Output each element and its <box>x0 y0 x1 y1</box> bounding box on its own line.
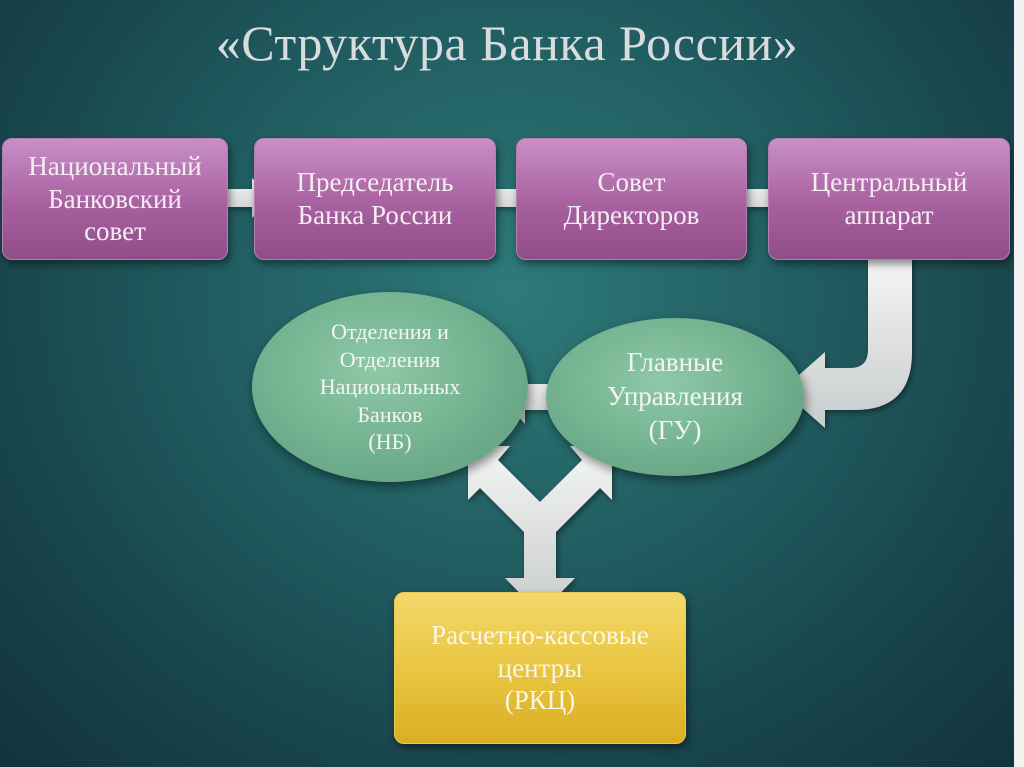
node-central-apparatus: Центральный аппарат <box>768 138 1010 260</box>
node-central-apparatus-label: Центральный аппарат <box>810 167 968 230</box>
node-chairman-label: Председатель Банка России <box>296 167 454 230</box>
arrow-central-to-directorates <box>782 258 912 428</box>
node-main-directorates-label: Главные Управления (ГУ) <box>607 347 743 445</box>
arrow-y-to-cash-centers <box>468 446 612 614</box>
node-departments-label: Отделения и Отделения Национальных Банко… <box>319 319 461 455</box>
node-board-of-directors: Совет Директоров <box>516 138 747 260</box>
node-main-directorates: Главные Управления (ГУ) <box>546 318 804 476</box>
right-edge-strip <box>1014 0 1024 767</box>
node-cash-centers-label: Расчетно-кассовые центры (РКЦ) <box>431 619 649 716</box>
node-departments: Отделения и Отделения Национальных Банко… <box>252 292 528 482</box>
slide-title: «Структура Банка России» <box>215 15 799 71</box>
node-cash-centers: Расчетно-кассовые центры (РКЦ) <box>394 592 686 744</box>
node-board-of-directors-label: Совет Директоров <box>563 167 700 230</box>
node-national-banking-council-label: Национальный Банковский совет <box>28 150 202 247</box>
node-chairman: Председатель Банка России <box>254 138 496 260</box>
node-national-banking-council: Национальный Банковский совет <box>2 138 228 260</box>
